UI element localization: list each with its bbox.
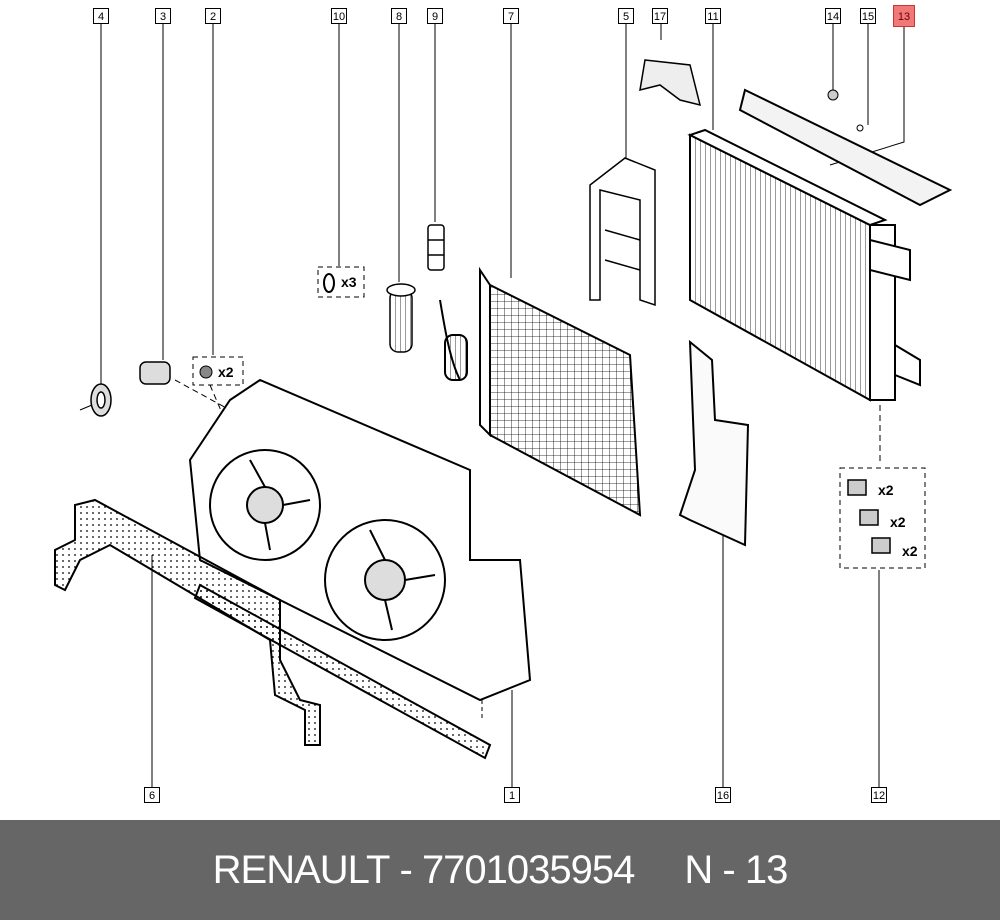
callout-7[interactable]: 7 (503, 8, 519, 24)
page-reference: N - 13 (684, 847, 788, 892)
quantity-label-12a: x2 (878, 482, 894, 498)
callout-2[interactable]: 2 (205, 8, 221, 24)
separator: - (389, 847, 422, 892)
callout-3[interactable]: 3 (155, 8, 171, 24)
part-number: 7701035954 (421, 847, 635, 892)
callout-9[interactable]: 9 (427, 8, 443, 24)
callout-4[interactable]: 4 (93, 8, 109, 24)
callout-1[interactable]: 1 (504, 787, 520, 803)
part-4-mount (90, 383, 112, 417)
callout-16[interactable]: 16 (715, 787, 731, 803)
quantity-label-2: x2 (218, 364, 234, 380)
part-5-bracket (589, 157, 656, 307)
callout-12[interactable]: 12 (871, 787, 887, 803)
callout-13-highlighted[interactable]: 13 (893, 5, 915, 27)
part-8-drier (386, 283, 416, 353)
callout-14[interactable]: 14 (825, 8, 841, 24)
callout-5[interactable]: 5 (618, 8, 634, 24)
part-3-clip (139, 361, 171, 385)
part-9-valve (427, 224, 445, 271)
nut-icon (199, 365, 213, 379)
part-13-upper-deflector (738, 88, 953, 207)
callout-8[interactable]: 8 (391, 8, 407, 24)
o-ring-icon (323, 273, 335, 293)
brand-name: RENAULT (212, 847, 391, 892)
part-17-clip (639, 59, 702, 107)
callout-6[interactable]: 6 (144, 787, 160, 803)
quantity-label-10: x3 (341, 274, 357, 290)
part-7-condenser (439, 266, 642, 517)
part-1-fan-assembly (188, 378, 532, 702)
footer-bar: RENAULT - 7701035954 N - 13 (0, 820, 1000, 920)
callout-15[interactable]: 15 (860, 8, 876, 24)
part-16-side-deflector (678, 339, 750, 547)
callout-17[interactable]: 17 (652, 8, 668, 24)
exploded-parts-diagram (54, 24, 953, 788)
callout-10[interactable]: 10 (331, 8, 347, 24)
part-11-radiator (687, 128, 921, 402)
quantity-label-12b: x2 (890, 514, 906, 530)
quantity-label-12c: x2 (902, 543, 918, 559)
callout-11[interactable]: 11 (705, 8, 721, 24)
